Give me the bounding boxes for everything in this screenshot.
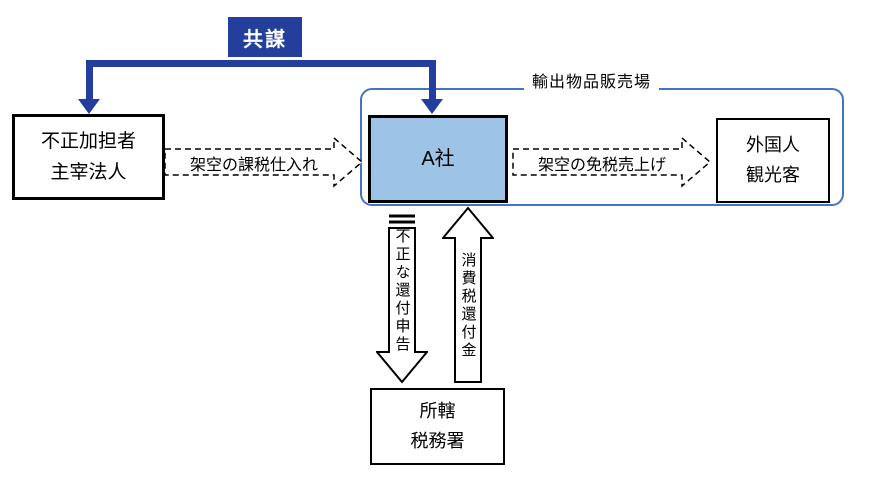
conspiracy-label: 共謀 [243,28,287,51]
tax-refund-label: 消費税還付金 [459,252,477,360]
conspiracy-bracket-line [86,60,436,67]
accomplice-box: 不正加担者 主宰法人 [12,114,165,200]
tax-refund-label-wrap: 消費税還付金 [442,240,494,372]
conspiracy-bracket-left-stem [86,60,93,100]
fictitious-purchase-arrow-outline [164,136,364,188]
tax-office-box: 所轄 税務署 [370,388,505,465]
accomplice-line2: 主宰法人 [50,162,127,183]
conspiracy-arrowhead-right-icon [421,99,443,114]
fictitious-sales-arrow-outline [512,136,712,188]
accomplice-line1: 不正加担者 [40,130,136,152]
tax-office-line2: 税務署 [410,430,465,451]
conspiracy-bracket-right-stem [429,60,436,100]
tourists-box: 外国人 観光客 [716,118,830,203]
refund-claim-label: 不正な還付申告 [393,228,411,354]
conspiracy-arrowhead-left-icon [78,99,100,114]
company-a-label: A社 [421,147,455,170]
tax-office-line1: 所轄 [419,400,456,421]
fictitious-sales-label: 架空の免税売上げ [537,157,666,174]
tourists-line2: 観光客 [746,164,800,185]
fictitious-purchase-arrow-icon [164,136,364,188]
refund-claim-label-wrap: 不正な還付申告 [376,226,428,356]
tax-refund-arrow-body [442,206,494,383]
tax-refund-arrow-icon [442,206,494,383]
tourists-line1: 外国人 [746,134,800,155]
company-a-box: A社 [368,115,508,203]
duty-free-area-label: 輸出物品販売場 [524,68,660,91]
conspiracy-box: 共謀 [228,17,302,57]
refund-claim-arrow-icon [376,214,428,384]
fictitious-purchase-label: 架空の課税仕入れ [189,157,318,174]
refund-claim-arrow-body [376,227,428,384]
fictitious-sales-arrow-icon [512,136,712,188]
